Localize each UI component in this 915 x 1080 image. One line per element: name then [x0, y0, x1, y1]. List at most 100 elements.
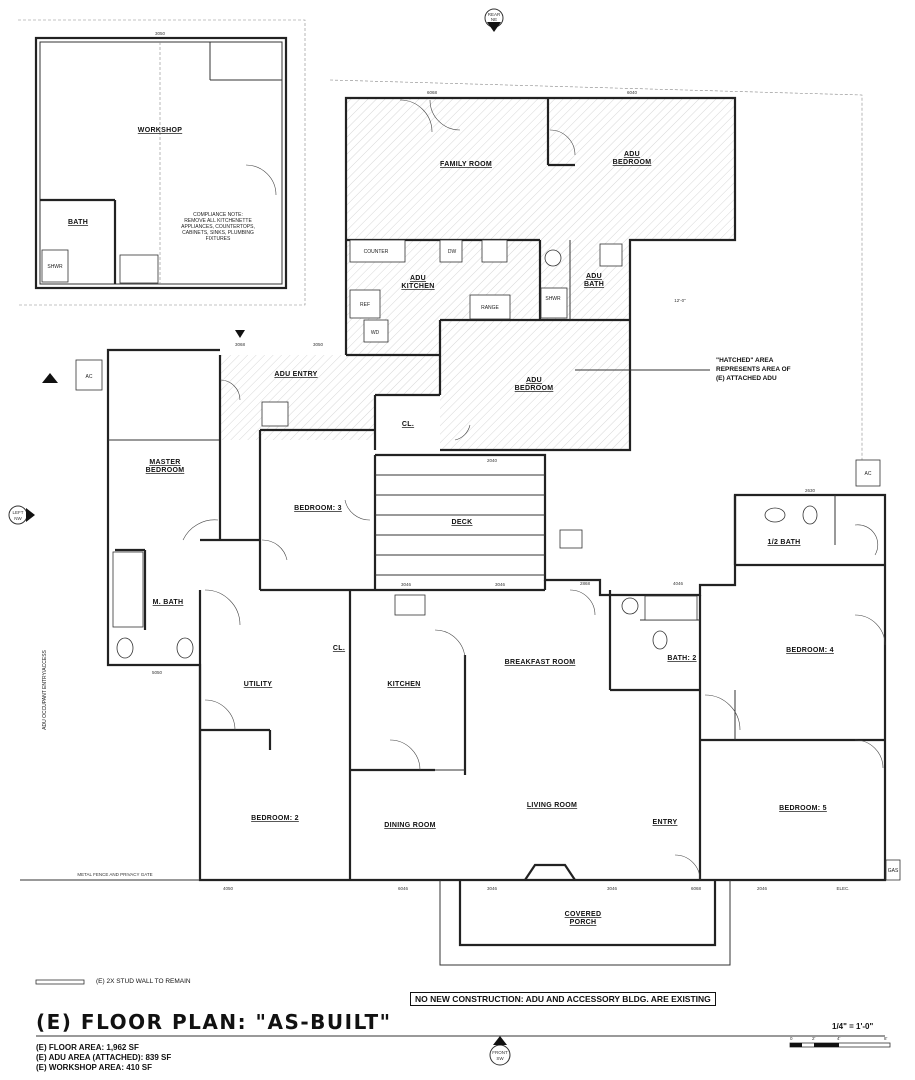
fence-label: METAL FENCE AND PRIVACY GATE: [77, 872, 152, 877]
svg-text:CABINETS, SINKS, PLUMBING: CABINETS, SINKS, PLUMBING: [182, 230, 254, 236]
svg-text:REF: REF: [360, 302, 370, 308]
svg-text:3046: 3046: [401, 582, 412, 587]
adu-entry-shower: [261, 401, 289, 427]
north-rear-label: REAR: [488, 12, 501, 17]
adu-area: (E) ADU AREA (ATTACHED): 839 SF: [36, 1053, 172, 1062]
svg-text:"HATCHED" AREA: "HATCHED" AREA: [716, 357, 774, 364]
svg-text:COMPLIANCE NOTE:: COMPLIANCE NOTE:: [193, 212, 243, 218]
north-rear-sub: NE: [491, 17, 497, 22]
svg-text:AC: AC: [86, 374, 93, 380]
adu-occupant-entry-label: ADU OCCUPANT ENTRY/ACCESS: [42, 649, 48, 729]
adu-range: [469, 294, 511, 320]
dining-room-label: DINING ROOM: [384, 822, 436, 829]
master-bath-label: M. BATH: [153, 599, 184, 606]
svg-text:12'-0": 12'-0": [674, 298, 686, 303]
adu-entry-label: ADU ENTRY: [274, 371, 317, 378]
workshop-label: WORKSHOP: [138, 127, 182, 134]
family-room-label: FAMILY ROOM: [440, 161, 492, 168]
svg-text:3068: 3068: [235, 342, 246, 347]
svg-text:6040: 6040: [627, 90, 638, 95]
north-arrow-front: FRONT SW: [489, 1036, 511, 1066]
covered-porch-label-2: PORCH: [570, 919, 597, 926]
svg-text:RANGE: RANGE: [481, 305, 499, 311]
svg-text:3050: 3050: [313, 342, 324, 347]
ac-unit-left: [75, 359, 103, 391]
deck-label: DECK: [451, 519, 472, 526]
svg-text:6046: 6046: [398, 886, 409, 891]
svg-text:6068: 6068: [427, 90, 438, 95]
north-left-sub: NW: [14, 516, 22, 521]
svg-text:2868: 2868: [580, 581, 591, 586]
svg-text:WD: WD: [371, 330, 380, 336]
no-new-construction-banner: NO NEW CONSTRUCTION: ADU AND ACCESSORY B…: [410, 992, 716, 1006]
adu-kitchen-label-1: ADU: [410, 275, 426, 282]
workshop-property-line: [18, 19, 306, 306]
adu-walls: [344, 96, 737, 452]
ws-shower-label: SHWR: [47, 264, 63, 270]
svg-text:3050: 3050: [155, 31, 166, 36]
north-front-sub: SW: [496, 1056, 504, 1061]
bedroom2-label: BEDROOM: 2: [251, 815, 299, 822]
adu-bedroom-top-label-2: BEDROOM: [613, 159, 652, 166]
svg-text:5050: 5050: [152, 670, 163, 675]
adu-sink: [481, 239, 508, 263]
svg-text:APPLIANCES, COUNTERTOPS,: APPLIANCES, COUNTERTOPS,: [181, 224, 255, 230]
svg-text:3046: 3046: [607, 886, 618, 891]
adu-bedroom-top-label-1: ADU: [624, 151, 640, 158]
page-title: (E) FLOOR PLAN: "AS-BUILT": [36, 1010, 392, 1034]
svg-text:8': 8': [884, 1036, 888, 1041]
svg-text:DW: DW: [448, 249, 457, 255]
svg-text:3046: 3046: [495, 582, 506, 587]
adu-bath-label-2: BATH: [584, 281, 604, 288]
svg-text:COUNTER: COUNTER: [364, 249, 389, 255]
rear-property-line: [329, 79, 863, 470]
bedroom5-label: BEDROOM: 5: [779, 805, 827, 812]
svg-text:SHWR: SHWR: [545, 296, 561, 302]
svg-text:ELEC.: ELEC.: [836, 886, 849, 891]
svg-text:3046: 3046: [487, 886, 498, 891]
covered-porch-label-1: COVERED: [565, 911, 602, 918]
closet-label: CL.: [402, 421, 414, 428]
svg-text:2630: 2630: [805, 488, 816, 493]
master-bedroom-label-1: MASTER: [149, 459, 180, 466]
legend-wall-symbol: [35, 979, 85, 985]
adu-hatched-area: [220, 98, 735, 450]
svg-text:4046: 4046: [673, 581, 684, 586]
workshop-building: [34, 36, 288, 290]
bedroom4-label: BEDROOM: 4: [786, 647, 834, 654]
compliance-note: COMPLIANCE NOTE: REMOVE ALL KITCHENETTE …: [181, 212, 255, 242]
svg-text:4050: 4050: [223, 886, 234, 891]
adu-bedroom-label-1: ADU: [526, 377, 542, 384]
north-left-label: LEFT: [12, 510, 23, 515]
north-arrow-rear: REAR NE: [484, 8, 504, 32]
adu-bath-label-1: ADU: [586, 273, 602, 280]
svg-text:REPRESENTS AREA OF: REPRESENTS AREA OF: [716, 366, 791, 373]
utility-label: UTILITY: [244, 681, 273, 688]
svg-text:4': 4': [837, 1036, 841, 1041]
bedroom3-label: BEDROOM: 3: [294, 505, 342, 512]
scale-label: 1/4" = 1'-0": [832, 1022, 874, 1031]
ac-unit-right: [855, 459, 881, 487]
svg-text:2': 2': [812, 1036, 816, 1041]
workshop-bath-label: BATH: [68, 219, 88, 226]
north-front-label: FRONT: [492, 1050, 508, 1055]
workshop-shower: [41, 249, 69, 283]
entry-label: ENTRY: [653, 819, 678, 826]
svg-text:2040: 2040: [487, 458, 498, 463]
workshop-area: (E) WORKSHOP AREA: 410 SF: [36, 1063, 153, 1072]
area-summary: (E) FLOOR AREA: 1,962 SF (E) ADU AREA (A…: [36, 1043, 171, 1073]
adu-washer-dryer: [363, 319, 389, 343]
kitchen-closet-label: CL.: [333, 645, 345, 652]
master-bath-tub: [112, 551, 144, 628]
kitchen-label: KITCHEN: [387, 681, 420, 688]
adu-bedroom-label-2: BEDROOM: [515, 385, 554, 392]
main-house-walls: [106, 348, 887, 966]
svg-text:0: 0: [790, 1036, 793, 1041]
svg-text:GAS: GAS: [888, 868, 899, 874]
adu-shower: [540, 287, 568, 319]
breakfast-room-label: BREAKFAST ROOM: [505, 659, 576, 666]
north-arrow-left: LEFT NW: [8, 505, 35, 525]
adu-refrigerator: [349, 289, 381, 319]
bath2-tub: [644, 595, 698, 621]
